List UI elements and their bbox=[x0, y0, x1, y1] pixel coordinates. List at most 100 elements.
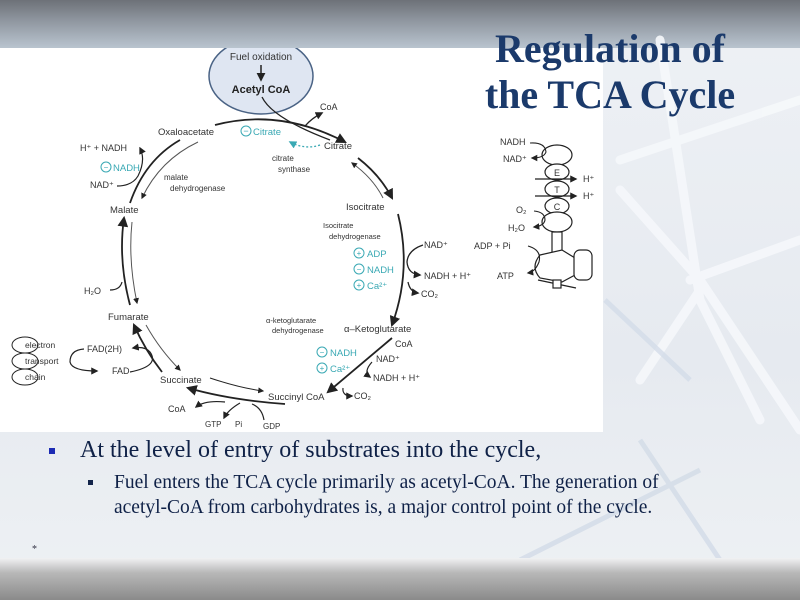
etc-label-transport: transport bbox=[25, 356, 59, 366]
etc-oval-icon bbox=[11, 368, 39, 386]
etc-label-electron: electron bbox=[25, 340, 56, 350]
gdp-label: GDP bbox=[263, 422, 280, 431]
etc-e-label: E bbox=[554, 168, 560, 178]
svg-text:+: + bbox=[357, 249, 362, 258]
bullet-text: At the level of entry of substrates into… bbox=[80, 437, 542, 463]
icd-label-1: Isocitrate bbox=[323, 221, 353, 230]
bullet-level-2: Fuel enters the TCA cycle primarily as a… bbox=[44, 470, 684, 520]
malate-label: Malate bbox=[110, 205, 139, 216]
malate-nad-label: NAD⁺ bbox=[90, 180, 114, 190]
top-band bbox=[0, 0, 800, 48]
svg-text:+: + bbox=[357, 281, 362, 290]
fad-label: FAD bbox=[112, 366, 130, 376]
h-nadh-label: H⁺ + NADH bbox=[80, 143, 127, 153]
tca-diagram-panel: Fuel oxidation Acetyl CoA CoA Oxaloaceta… bbox=[0, 37, 603, 432]
inhibitor-sign-icon bbox=[316, 346, 328, 358]
activator-sign-icon bbox=[353, 279, 365, 291]
fumarate-to-succinate-arrow bbox=[145, 324, 181, 371]
fad2h-label: FAD(2H) bbox=[87, 344, 122, 354]
malate-nadh-arrow bbox=[116, 146, 146, 187]
alpha-ketoglutarate-label: α–Ketoglutarate bbox=[344, 324, 411, 335]
h2o-line bbox=[109, 281, 123, 291]
etc-proton-2-label: H⁺ bbox=[583, 191, 594, 201]
icd-nad-arrow bbox=[406, 244, 424, 279]
citrate-to-isocitrate-arrow bbox=[357, 157, 393, 200]
akg-nadh-label: NADH + H⁺ bbox=[373, 373, 420, 383]
svg-text:−: − bbox=[357, 265, 362, 274]
gtp-arrow bbox=[223, 402, 241, 420]
citrate-synthase-label-2: synthase bbox=[278, 165, 311, 174]
slide-title-line-2: the TCA Cycle bbox=[484, 72, 736, 117]
regulator-citrate: Citrate bbox=[253, 127, 281, 138]
mdh-label-2: dehydrogenase bbox=[170, 184, 226, 193]
etc-adp-label: ADP + Pi bbox=[474, 241, 511, 251]
regulator-nadh-akg: NADH bbox=[330, 348, 357, 359]
malate-to-fumarate-arrow bbox=[130, 221, 139, 305]
acetyl-entry-line bbox=[261, 96, 331, 141]
acetyl-coa-label: Acetyl CoA bbox=[232, 84, 291, 96]
mdh-label-1: malate bbox=[164, 173, 189, 182]
etc-nadh-label: NADH bbox=[500, 137, 526, 147]
etc-c-label: C bbox=[554, 202, 561, 212]
gdp-line bbox=[251, 403, 265, 421]
fad-recycle-arrow bbox=[69, 348, 99, 375]
icd-co2-arrow bbox=[407, 281, 420, 297]
icd-co2-label: CO₂ bbox=[421, 289, 439, 299]
svg-text:−: − bbox=[104, 163, 109, 172]
regulator-adp: ADP bbox=[367, 249, 387, 260]
oaa-to-citrate-arrow bbox=[214, 118, 347, 144]
isocitrate-to-citrate-arrow bbox=[351, 162, 384, 199]
etc-nad-label: NAD⁺ bbox=[503, 154, 527, 164]
etc-h2o-label: H₂O bbox=[508, 223, 525, 233]
akg-coa-label: CoA bbox=[395, 339, 413, 349]
coa-top-label: CoA bbox=[320, 102, 338, 112]
svg-text:+: + bbox=[320, 364, 325, 373]
bullet-square-icon bbox=[49, 448, 55, 454]
gtp-label: GTP bbox=[205, 420, 221, 429]
akg-nad-label: NAD⁺ bbox=[376, 354, 400, 364]
regulator-calcium-icd: Ca²⁺ bbox=[367, 281, 387, 292]
activator-sign-icon bbox=[353, 247, 365, 259]
malate-to-oaa-line bbox=[129, 139, 181, 204]
fumarate-label: Fumarate bbox=[108, 312, 149, 323]
regulator-nadh-icd: NADH bbox=[367, 265, 394, 276]
coa-release-arrow bbox=[304, 112, 324, 127]
akg-co2-arrow bbox=[342, 387, 354, 400]
bottom-band bbox=[0, 558, 800, 600]
activator-sign-icon bbox=[316, 362, 328, 374]
citrate-label: Citrate bbox=[324, 141, 352, 152]
coa-release-succ-arrow bbox=[194, 400, 226, 408]
etc-o2-label: O₂ bbox=[516, 205, 527, 215]
inhibitor-sign-icon bbox=[240, 125, 252, 137]
succinate-coa-label: CoA bbox=[168, 404, 186, 414]
oxaloacetate-label: Oxaloacetate bbox=[158, 127, 214, 138]
fad-reduction-arrow bbox=[129, 343, 154, 373]
akg-to-succinyl-arrow bbox=[326, 337, 393, 394]
bullet-level-1: At the level of entry of substrates into… bbox=[44, 436, 764, 464]
succinyl-coa-label: Succinyl CoA bbox=[268, 392, 325, 403]
inhibitor-sign-icon bbox=[100, 161, 112, 173]
etc-label-chain: chain bbox=[25, 372, 46, 382]
pi-label: Pi bbox=[235, 420, 242, 429]
etc-t-label: T bbox=[554, 185, 560, 195]
isocitrate-label: Isocitrate bbox=[346, 202, 385, 213]
h2o-label: H₂O bbox=[84, 286, 101, 296]
bullet-text: Fuel enters the TCA cycle primarily as a… bbox=[114, 472, 659, 518]
etc-atp-label: ATP bbox=[497, 271, 514, 281]
succinyl-to-succinate-arrow bbox=[185, 385, 286, 405]
inhibitor-sign-icon bbox=[353, 263, 365, 275]
akgdh-label-1: α-ketoglutarate bbox=[266, 316, 316, 325]
bullet-square-icon bbox=[88, 480, 93, 485]
icd-label-2: dehydrogenase bbox=[329, 232, 381, 241]
slide-title: Regulation of the TCA Cycle bbox=[440, 26, 780, 118]
icd-nad-label: NAD⁺ bbox=[424, 240, 448, 250]
footnote-marker: * bbox=[32, 544, 37, 555]
akgdh-label-2: dehydrogenase bbox=[272, 326, 324, 335]
tca-cycle-diagram: Fuel oxidation Acetyl CoA CoA Oxaloaceta… bbox=[11, 37, 594, 431]
citrate-synthase-label-1: citrate bbox=[272, 154, 294, 163]
regulator-calcium-akg: Ca²⁺ bbox=[330, 364, 350, 375]
slide-title-line-1: Regulation of bbox=[495, 26, 725, 71]
etc-proton-1-label: H⁺ bbox=[583, 174, 594, 184]
akg-co2-label: CO₂ bbox=[354, 391, 372, 401]
